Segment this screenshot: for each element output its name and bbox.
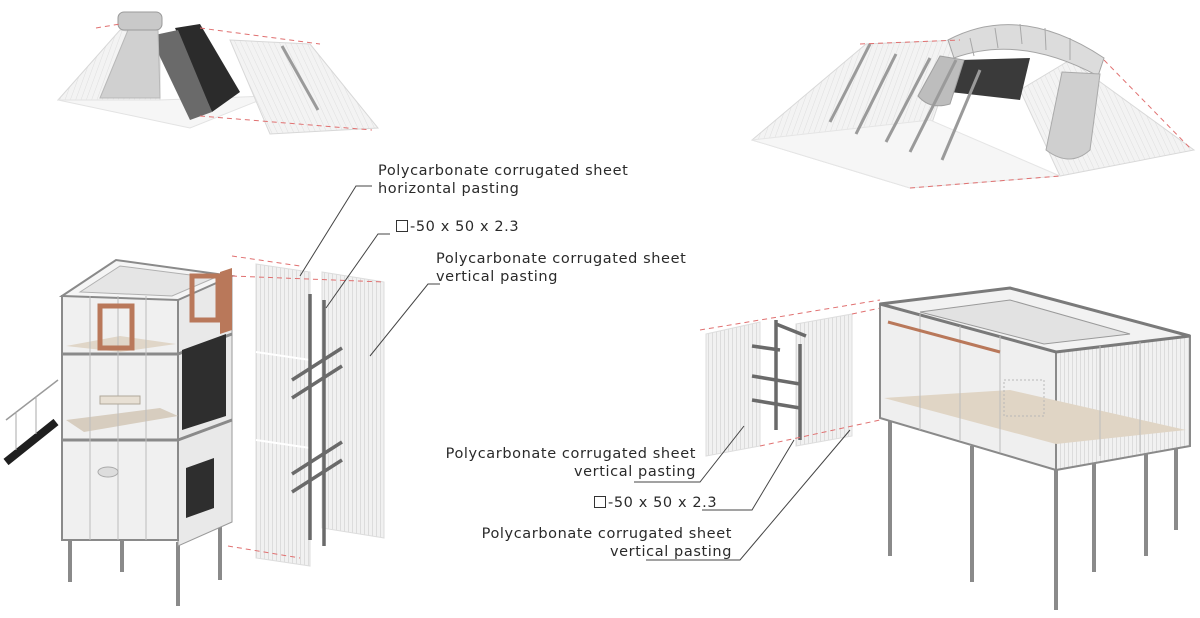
- left-sheet-seam-2: [255, 439, 311, 449]
- roof-cone-right: [1045, 71, 1101, 160]
- building-right: [879, 286, 1191, 610]
- label-right-vertical-b: Polycarbonate corrugated sheet vertical …: [450, 525, 732, 561]
- leader-left-frame: [325, 233, 390, 309]
- building-lattice: [1003, 379, 1045, 417]
- roof-right-right-slope: [1019, 59, 1196, 177]
- leader-left-vertical: [369, 283, 440, 357]
- building-mullions: [919, 314, 1141, 456]
- left-dashed-guides: [227, 255, 385, 559]
- label-left-horizontal: Polycarbonate corrugated sheet horizonta…: [378, 162, 628, 198]
- right-sheet-b: [795, 313, 853, 447]
- building-legs: [888, 420, 1178, 610]
- tower-stair: [3, 379, 59, 466]
- roof-top-right: [750, 23, 1196, 189]
- tower-window-left: [97, 303, 135, 351]
- left-sheet-horizontal: [255, 263, 311, 567]
- roof-skylight: [117, 11, 163, 31]
- label-left-vertical: Polycarbonate corrugated sheet vertical …: [436, 250, 686, 286]
- right-dashed-guides: [699, 299, 891, 447]
- leader-lines: [299, 185, 851, 561]
- label-left-vertical-line1: Polycarbonate corrugated sheet: [436, 251, 687, 267]
- left-steel-frame: [291, 294, 343, 546]
- building-timber-beam: [887, 320, 1001, 354]
- right-exploded-sheets: [699, 299, 891, 457]
- roof-left-front: [57, 95, 271, 129]
- tower-slab-2: [66, 408, 178, 432]
- label-left-frame-text: -50 x 50 x 2.3: [410, 219, 520, 235]
- label-left-frame: -50 x 50 x 2.3: [396, 218, 519, 236]
- tower-mullions: [89, 296, 147, 540]
- roof-dashed-guides: [95, 23, 373, 131]
- square-section-icon: [396, 220, 408, 232]
- leader-right-vertical-a: [634, 425, 745, 483]
- tower-fixture: [97, 466, 119, 478]
- roof-right-dashed: [859, 39, 1191, 189]
- tower-window-right: [189, 273, 221, 323]
- right-steel-frame: [751, 320, 807, 440]
- right-sheet-a: [705, 321, 761, 457]
- roof-top-left: [56, 11, 380, 135]
- label-left-vertical-line2: vertical pasting: [436, 269, 559, 285]
- roof-rods: [828, 43, 982, 161]
- left-sheet-vertical: [321, 271, 385, 539]
- tower-slab-3: [66, 336, 176, 352]
- roof-dark-panel: [175, 24, 240, 112]
- leader-right-frame: [702, 439, 795, 511]
- roof-right-front: [751, 119, 1061, 189]
- square-section-icon-right: [594, 496, 606, 508]
- tower-left: [3, 258, 236, 606]
- leader-left-horizontal: [299, 185, 372, 277]
- label-right-vertical-a-line1: Polycarbonate corrugated sheet: [445, 446, 696, 462]
- building-side: [1055, 334, 1191, 472]
- building-roof-opening: [919, 299, 1131, 345]
- left-exploded-sheets: [227, 255, 385, 567]
- roof-grey-panel: [150, 30, 212, 120]
- label-right-frame: -50 x 50 x 2.3: [594, 494, 717, 512]
- tower-timber-side: [220, 268, 232, 334]
- tower-bed: [99, 395, 141, 405]
- leader-right-vertical-b: [646, 429, 851, 561]
- label-left-horizontal-line1: Polycarbonate corrugated sheet: [378, 163, 629, 179]
- label-right-vertical-b-line1: Polycarbonate corrugated sheet: [481, 526, 732, 542]
- tower-dark-panel-lower: [186, 458, 214, 518]
- tower-dark-panel-upper: [182, 334, 226, 430]
- tower-floor-lines: [62, 332, 233, 442]
- label-right-frame-text: -50 x 50 x 2.3: [608, 495, 718, 511]
- label-right-vertical-a: Polycarbonate corrugated sheet vertical …: [414, 445, 696, 481]
- label-right-vertical-b-line2: vertical pasting: [609, 544, 732, 560]
- label-right-vertical-a-line2: vertical pasting: [573, 464, 696, 480]
- left-sheet-seam-1: [255, 351, 311, 361]
- roof-vault: [947, 24, 1105, 77]
- roof-rod: [280, 45, 320, 111]
- label-left-horizontal-line2: horizontal pasting: [378, 181, 520, 197]
- roof-vault-ribs: [969, 23, 1071, 60]
- roof-dark-opening: [950, 58, 1030, 100]
